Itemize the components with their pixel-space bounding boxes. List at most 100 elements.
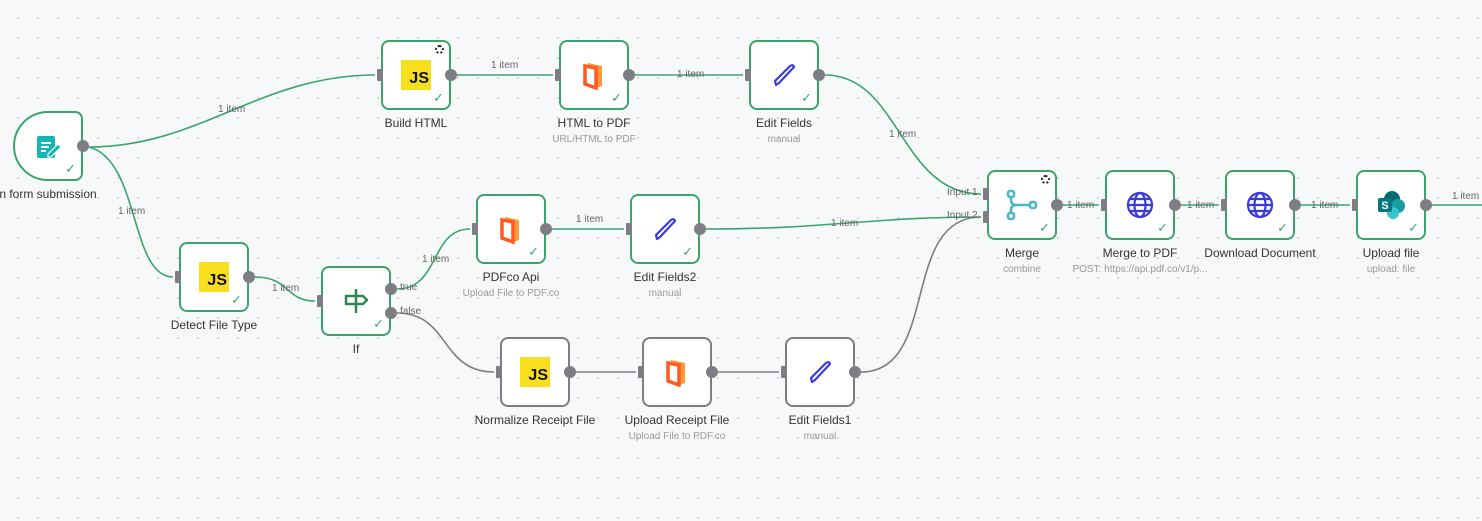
output-handle[interactable] <box>694 223 706 235</box>
js-icon: JS <box>401 60 431 90</box>
node-label: Edit Fields <box>755 116 813 130</box>
pencil-icon <box>651 215 679 243</box>
output-handle[interactable] <box>77 140 89 152</box>
pencil-icon <box>770 61 798 89</box>
success-check-icon: ✓ <box>1277 220 1288 235</box>
node-ef1[interactable] <box>785 337 855 407</box>
node-subtitle: upload: file <box>1366 264 1416 275</box>
node-if[interactable]: ✓ <box>321 266 391 336</box>
node-label: PDFco Api <box>482 270 540 284</box>
input-handle[interactable] <box>175 271 181 283</box>
node-ef2[interactable]: ✓ <box>630 194 700 264</box>
node-label: Upload file <box>1362 246 1420 260</box>
node-label: Download Document <box>1204 246 1316 260</box>
edge-if-norm <box>396 312 495 373</box>
edge-ef2-merge <box>705 216 982 230</box>
edge-item-count: 1 item <box>422 254 450 265</box>
node-label: Normalize Receipt File <box>474 413 596 427</box>
output-handle[interactable] <box>1289 199 1301 211</box>
edge-item-count: 1 item <box>889 129 917 140</box>
node-m2p[interactable]: ✓ <box>1105 170 1175 240</box>
input-handle[interactable] <box>1352 199 1358 211</box>
output-handle[interactable] <box>706 366 718 378</box>
success-check-icon: ✓ <box>65 161 76 176</box>
output-handle[interactable] <box>564 366 576 378</box>
pdfco-icon <box>665 357 689 387</box>
node-norm[interactable]: JS <box>500 337 570 407</box>
input-handle[interactable] <box>781 366 787 378</box>
input-label: Input 2 <box>947 210 978 221</box>
node-subtitle: manual <box>767 134 801 145</box>
edge-item-count: 1 item <box>491 60 519 71</box>
node-label: Merge <box>1004 246 1039 260</box>
node-label: Detect File Type <box>170 318 258 332</box>
pin-icon <box>1041 175 1050 184</box>
success-check-icon: ✓ <box>682 244 693 259</box>
node-label: Edit Fields2 <box>633 270 697 284</box>
edge-item-count: 1 item <box>831 218 859 229</box>
input-handle[interactable] <box>317 295 323 307</box>
node-subtitle: manual <box>803 431 837 442</box>
edge-detect-if <box>254 276 316 302</box>
success-check-icon: ✓ <box>528 244 539 259</box>
globe-icon <box>1125 190 1155 220</box>
node-up[interactable]: S✓ <box>1356 170 1426 240</box>
edge-ef-merge <box>824 74 982 195</box>
node-dl[interactable]: ✓ <box>1225 170 1295 240</box>
output-handle[interactable] <box>623 69 635 81</box>
node-detect[interactable]: JS✓ <box>179 242 249 312</box>
form-icon <box>34 132 62 160</box>
node-subtitle: combine <box>1003 264 1041 275</box>
input-handle[interactable] <box>983 188 989 200</box>
node-build[interactable]: JS✓ <box>381 40 451 110</box>
node-label: Build HTML <box>384 116 448 130</box>
edge-item-count: 1 item <box>1187 200 1215 211</box>
output-label-true: true <box>400 282 418 293</box>
input-handle[interactable] <box>1101 199 1107 211</box>
output-handle[interactable] <box>243 271 255 283</box>
input-handle[interactable] <box>377 69 383 81</box>
input-handle[interactable] <box>496 366 502 378</box>
node-pdfco[interactable]: ✓ <box>476 194 546 264</box>
edge-item-count: 1 item <box>1067 200 1095 211</box>
output-handle[interactable] <box>1169 199 1181 211</box>
pdfco-icon <box>499 214 523 244</box>
node-subtitle: manual <box>648 288 682 299</box>
pdfco-icon <box>582 60 606 90</box>
node-urf[interactable] <box>642 337 712 407</box>
js-icon: JS <box>199 262 229 292</box>
edge-if-pdfco <box>396 228 471 290</box>
node-form[interactable]: ✓ <box>13 111 83 181</box>
svg-text:S: S <box>1381 200 1388 212</box>
success-check-icon: ✓ <box>373 316 384 331</box>
output-handle[interactable] <box>849 366 861 378</box>
input-handle[interactable] <box>555 69 561 81</box>
output-handle[interactable] <box>385 283 397 295</box>
input-handle[interactable] <box>638 366 644 378</box>
input-handle[interactable] <box>745 69 751 81</box>
success-check-icon: ✓ <box>1408 220 1419 235</box>
input-label: Input 1 <box>947 187 978 198</box>
signpost-icon <box>341 286 371 316</box>
input-handle[interactable] <box>472 223 478 235</box>
output-handle[interactable] <box>540 223 552 235</box>
edge-item-count: 1 item <box>218 104 246 115</box>
node-ef[interactable]: ✓ <box>749 40 819 110</box>
node-merge[interactable]: ✓ <box>987 170 1057 240</box>
output-handle[interactable] <box>813 69 825 81</box>
sharepoint-icon: S <box>1375 189 1407 221</box>
input-handle[interactable] <box>983 211 989 223</box>
node-h2p[interactable]: ✓ <box>559 40 629 110</box>
output-handle[interactable] <box>385 307 397 319</box>
output-handle[interactable] <box>1051 199 1063 211</box>
pencil-icon <box>806 358 834 386</box>
input-handle[interactable] <box>626 223 632 235</box>
node-label: HTML to PDF <box>557 116 631 130</box>
input-handle[interactable] <box>1221 199 1227 211</box>
globe-icon <box>1245 190 1275 220</box>
edge-item-count: 1 item <box>1452 191 1480 202</box>
node-label: If <box>352 342 360 356</box>
output-handle[interactable] <box>445 69 457 81</box>
output-handle[interactable] <box>1420 199 1432 211</box>
